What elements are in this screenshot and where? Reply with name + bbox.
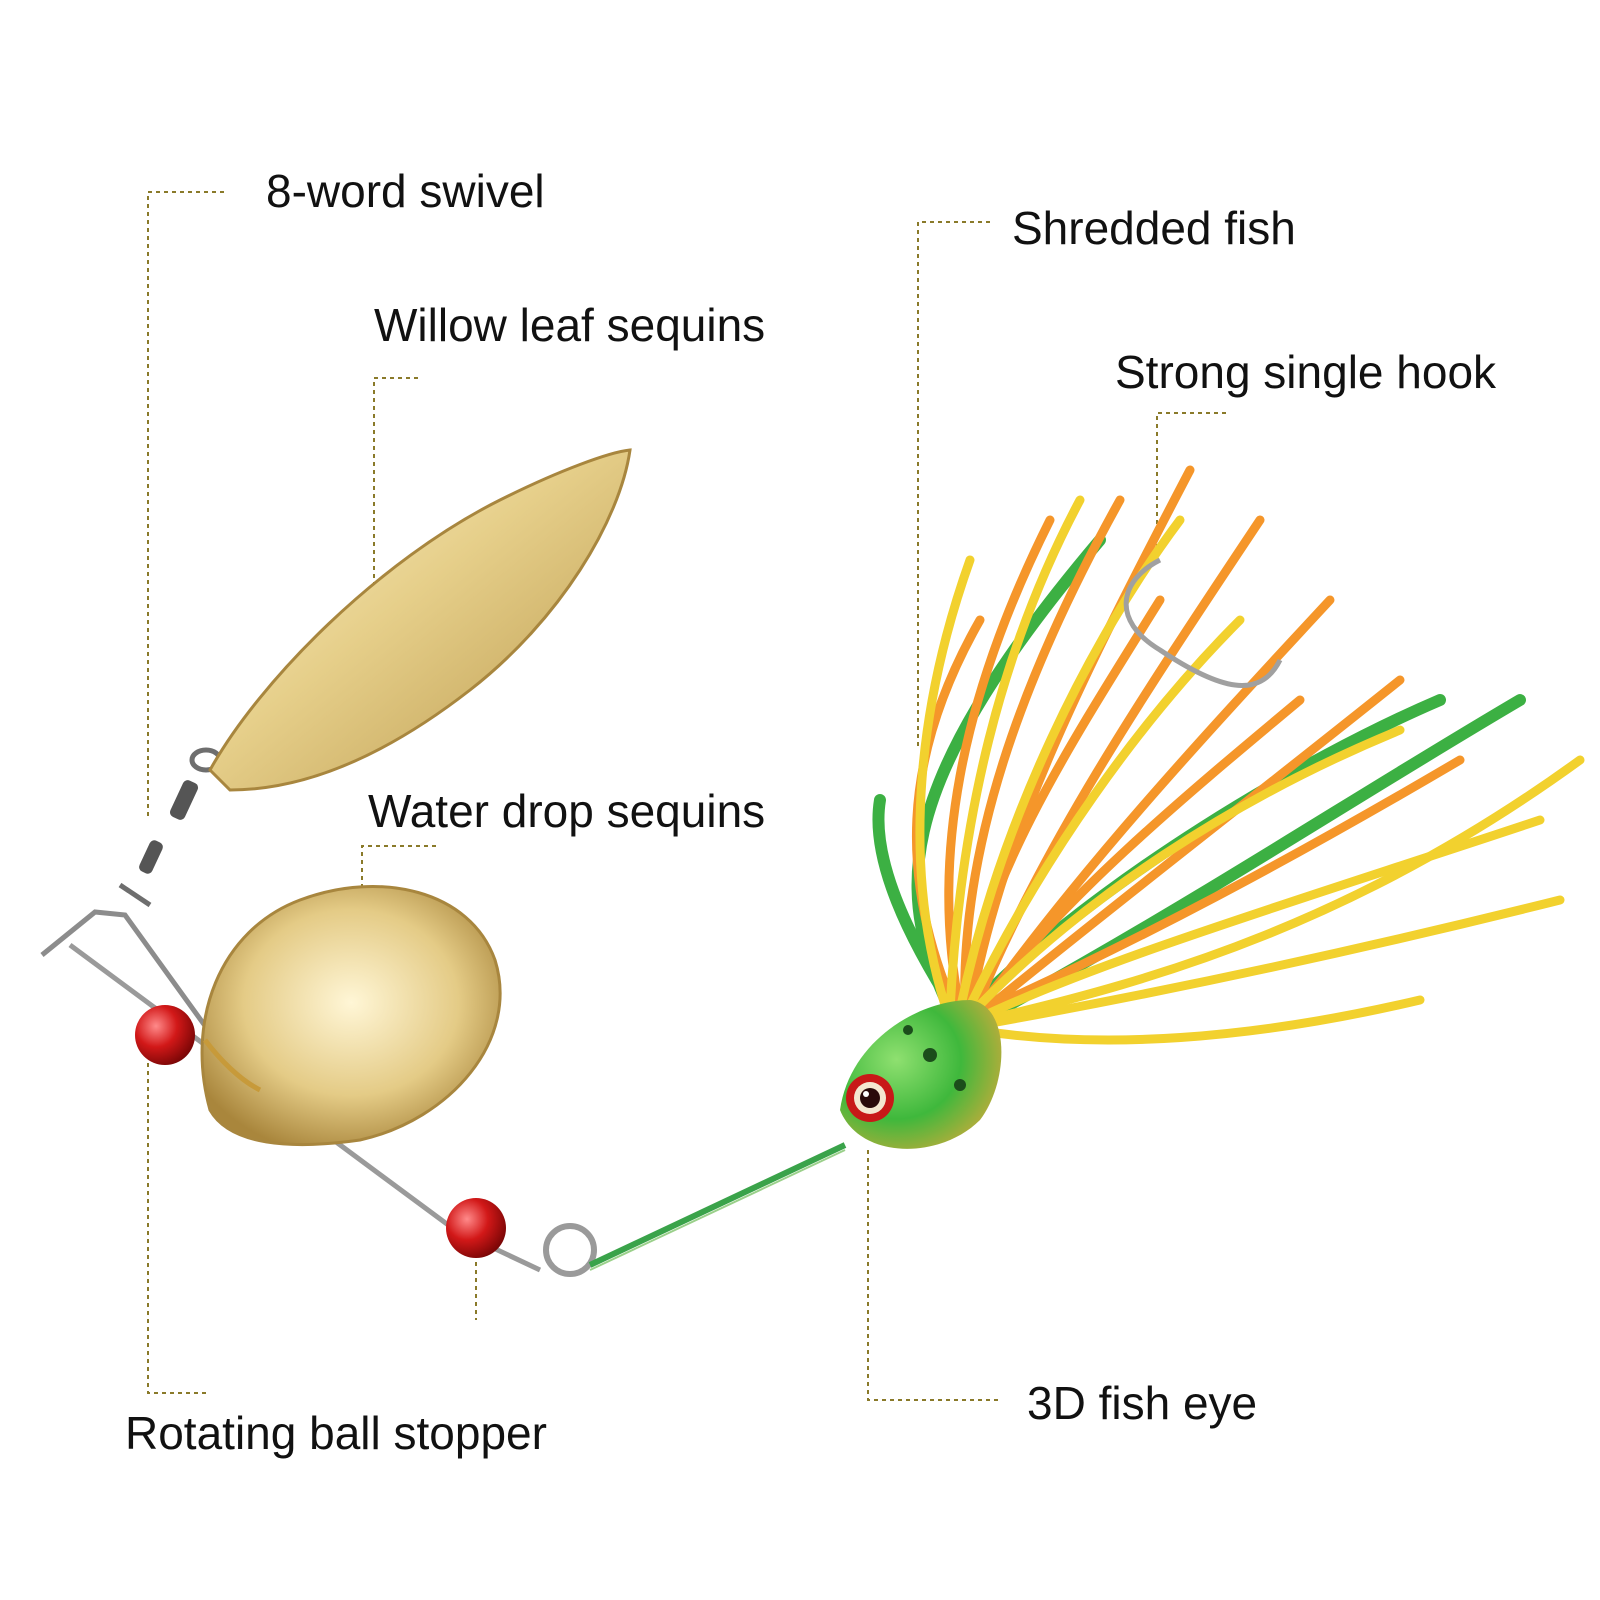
single-hook xyxy=(1123,557,1283,688)
label-shredded-fish: Shredded fish xyxy=(1012,202,1296,254)
jig-head xyxy=(840,1000,1002,1149)
label-rotating-ball-stopper: Rotating ball stopper xyxy=(125,1407,547,1459)
leader-willow xyxy=(373,377,418,590)
leader-shredded xyxy=(917,221,990,750)
leader-eye xyxy=(867,1150,1000,1401)
skirt-orange xyxy=(912,465,1465,1015)
red-bead-top xyxy=(135,1005,195,1065)
swivel xyxy=(118,747,223,908)
label-3d-fish-eye: 3D fish eye xyxy=(1027,1377,1258,1429)
willow-leaf-blade xyxy=(208,448,632,792)
water-drop-blade xyxy=(200,885,502,1147)
label-8-word-swivel: 8-word swivel xyxy=(266,165,545,217)
label-strong-single-hook: Strong single hook xyxy=(1115,346,1497,398)
label-willow-leaf-sequins: Willow leaf sequins xyxy=(374,299,766,351)
leader-swivel xyxy=(147,191,224,820)
red-bead-bottom xyxy=(446,1198,506,1258)
leader-stopper-top xyxy=(147,1055,210,1394)
leader-lines xyxy=(147,191,1226,1401)
label-water-drop-sequins: Water drop sequins xyxy=(368,785,766,837)
fish-eye-icon xyxy=(846,1074,894,1122)
wire-loop xyxy=(543,1223,597,1277)
